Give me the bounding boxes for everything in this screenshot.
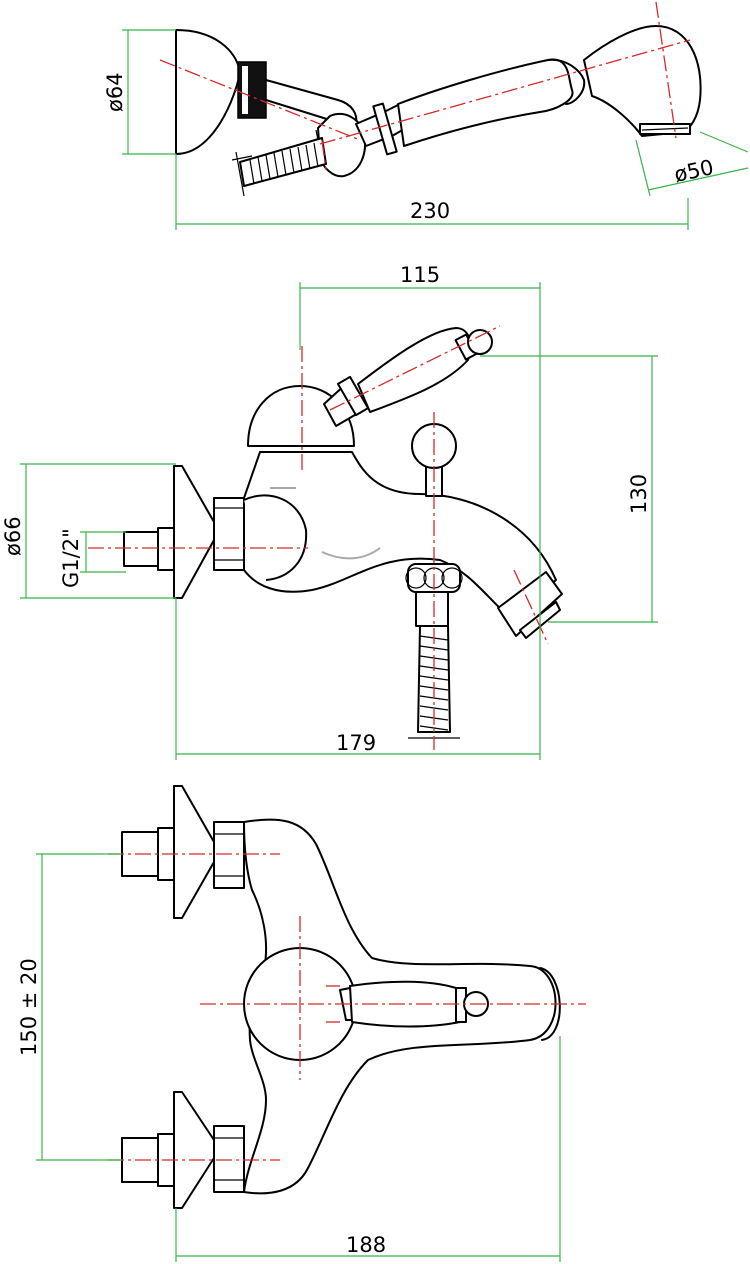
side-view: 115 130 ø66 G1/2" 179 — [1, 263, 658, 760]
handshower-view: ø64 ø50 230 — [103, 1, 749, 230]
dim-total-width: 188 — [346, 1233, 386, 1257]
dim-spout-projection: 115 — [400, 263, 440, 287]
dim-handshower-head-dia: ø64 — [103, 72, 127, 112]
dim-handshower-length: 230 — [410, 199, 450, 223]
top-view: 150 ± 20 188 — [17, 785, 586, 1262]
dim-handle-height: 130 — [627, 474, 651, 514]
dim-total-depth: 179 — [336, 731, 376, 755]
dim-inlet-centres: 150 ± 20 — [17, 958, 41, 1056]
dim-inlet-thread: G1/2" — [59, 528, 83, 588]
dim-handshower-spray-dia: ø50 — [672, 155, 716, 187]
dim-flange-dia: ø66 — [1, 516, 25, 556]
